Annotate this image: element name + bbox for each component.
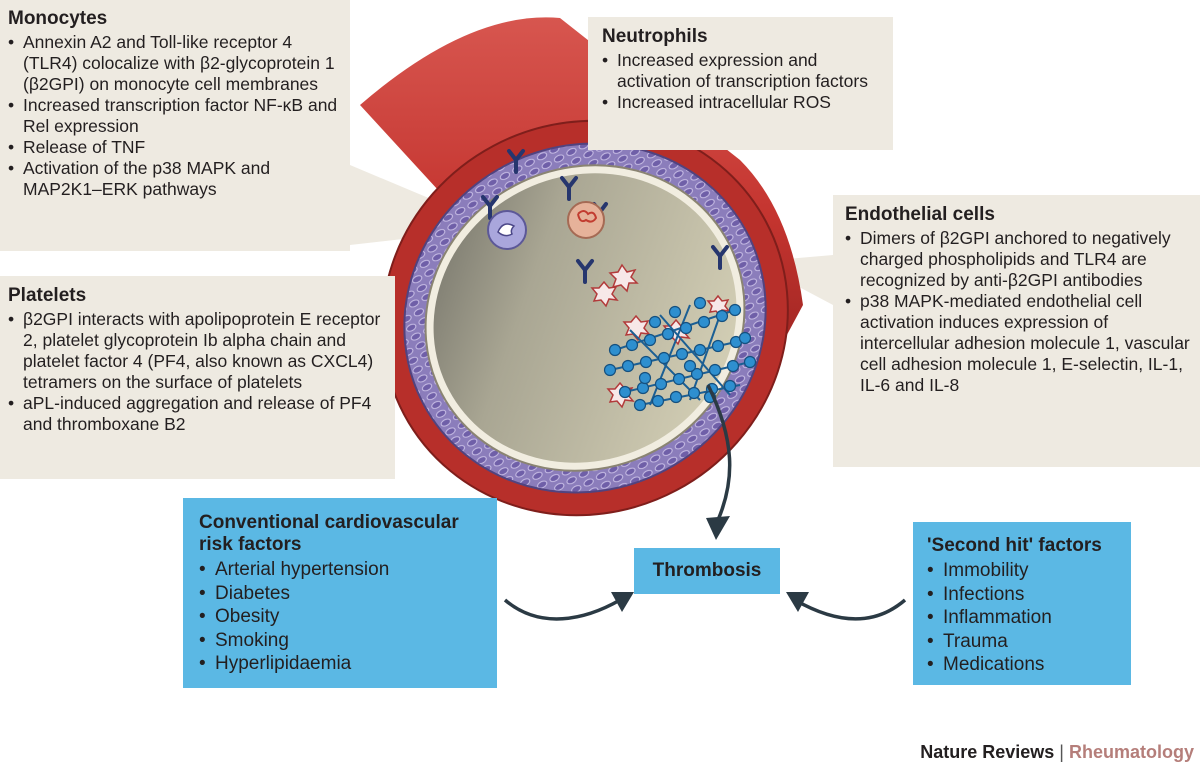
- thrombosis-box: Thrombosis: [634, 548, 780, 594]
- monocytes-panel: Monocytes Annexin A2 and Toll-like recep…: [0, 0, 350, 251]
- monocytes-item: Increased transcription factor NF-κB and…: [8, 95, 342, 137]
- platelets-item: β2GPI interacts with apolipoprotein E re…: [8, 309, 387, 393]
- monocytes-item: Release of TNF: [8, 137, 342, 158]
- conventional-risk-factors-title: Conventional cardiovascular risk factors: [199, 512, 459, 555]
- second-hit-to-thrombosis-arrow: [794, 598, 907, 621]
- second-hit-factors-box: 'Second hit' factors Immobility Infectio…: [913, 522, 1131, 685]
- monocytes-title: Monocytes: [8, 8, 108, 29]
- second-hit-factors-title: 'Second hit' factors: [927, 535, 1102, 556]
- conventional-risk-factor-item: Obesity: [199, 605, 485, 629]
- journal-section: Rheumatology: [1068, 742, 1194, 762]
- monocyte-cell: [487, 210, 527, 250]
- endothelial-item: p38 MAPK-mediated endothelial cell activ…: [845, 291, 1192, 396]
- arrowheads: [611, 516, 809, 612]
- journal-credit: Nature Reviews | Rheumatology: [920, 742, 1194, 763]
- neutrophil-cell: [567, 201, 605, 239]
- endothelial-panel: Endothelial cells Dimers of β2GPI anchor…: [833, 195, 1200, 467]
- second-hit-factor-item: Infections: [927, 583, 1121, 607]
- conventional-risk-factor-item: Hyperlipidaemia: [199, 652, 485, 676]
- neutrophils-panel: Neutrophils Increased expression and act…: [588, 17, 893, 150]
- neutrophils-item: Increased expression and activation of t…: [602, 50, 883, 92]
- endothelial-title: Endothelial cells: [845, 204, 995, 225]
- monocytes-item: Annexin A2 and Toll-like receptor 4 (TLR…: [8, 32, 342, 95]
- conventional-risk-factor-item: Arterial hypertension: [199, 558, 485, 582]
- second-hit-factor-item: Trauma: [927, 630, 1121, 654]
- arrows: [503, 384, 907, 621]
- platelets-panel: Platelets β2GPI interacts with apolipopr…: [0, 276, 395, 479]
- credit-separator: |: [1059, 742, 1064, 762]
- thrombus-network: [603, 296, 757, 412]
- second-hit-factor-item: Immobility: [927, 559, 1121, 583]
- platelets-item: aPL-induced aggregation and release of P…: [8, 393, 387, 435]
- thrombosis-label: Thrombosis: [652, 560, 762, 581]
- second-hit-factor-item: Medications: [927, 653, 1121, 677]
- vessel-to-thrombosis-arrow: [706, 384, 732, 521]
- second-hit-factor-item: Inflammation: [927, 606, 1121, 630]
- platelets-title: Platelets: [8, 285, 87, 306]
- conventional-to-thrombosis-arrow: [503, 598, 621, 621]
- conventional-risk-factors-box: Conventional cardiovascular risk factors…: [183, 498, 497, 688]
- conventional-risk-factor-item: Diabetes: [199, 582, 485, 606]
- monocytes-item: Activation of the p38 MAPK and MAP2K1–ER…: [8, 158, 342, 200]
- antibodies: [481, 149, 729, 284]
- conventional-risk-factor-item: Smoking: [199, 629, 485, 653]
- neutrophils-title: Neutrophils: [602, 26, 708, 47]
- neutrophils-item: Increased intracellular ROS: [602, 92, 883, 113]
- journal-name: Nature Reviews: [920, 742, 1055, 762]
- endothelial-item: Dimers of β2GPI anchored to negatively c…: [845, 228, 1192, 291]
